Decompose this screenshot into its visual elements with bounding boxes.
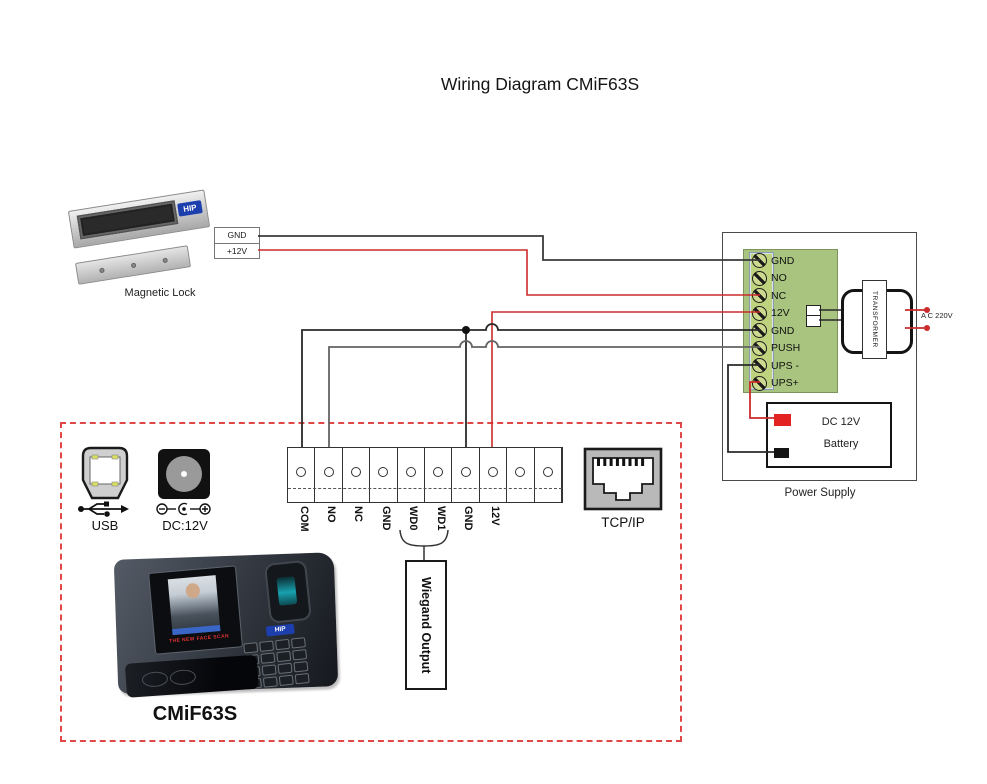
strip-label-wd1: WD1	[435, 506, 447, 531]
ps-terminal-label: GND	[771, 324, 795, 337]
diagram-title: Wiring Diagram CMiF63S	[440, 74, 640, 94]
strip-label-gnd: GND	[380, 506, 392, 531]
magnetic-lock-icon: HIP	[67, 189, 211, 249]
battery-label-line2: Battery	[823, 438, 859, 450]
wire-lock-12v	[258, 249, 760, 296]
tcpip-label: TCP/IP	[601, 515, 645, 530]
screw-terminal-icon	[752, 375, 767, 391]
strip-label-com: COM	[298, 506, 310, 532]
dc-polarity-icon	[156, 502, 211, 516]
strip-label-12v: 12V	[489, 506, 501, 526]
strip-cell	[535, 448, 563, 502]
device-screen-photo	[167, 575, 221, 636]
device-body: THE NEW FACE SCAN HIP	[113, 552, 339, 698]
strip-cell	[370, 448, 398, 502]
magnetic-lock-armature-plate	[74, 245, 192, 285]
screw-terminal-icon	[752, 253, 767, 268]
dc-jack-icon	[158, 449, 210, 499]
dc-12v-label: DC:12V	[162, 518, 208, 533]
ps-terminal-label: 12V	[771, 307, 790, 319]
power-supply-terminal-block: GND NO NC 12V GND PUSH UPS - UPS+	[743, 249, 838, 393]
ac-220v-label: A C 220V	[921, 311, 953, 320]
wiegand-output-box: Wiegand Output	[405, 560, 447, 690]
device-front-panel	[124, 654, 259, 698]
fingerprint-sensor-window	[276, 576, 298, 606]
usb-label: USB	[91, 518, 119, 533]
screw-terminal-icon	[752, 288, 767, 303]
strip-label-no: NO	[325, 506, 337, 523]
screw-terminal-icon	[752, 340, 767, 356]
wire-lock-gnd	[258, 235, 760, 261]
transformer-label: TRANSFORMER	[871, 291, 878, 348]
ps-terminal-label: PUSH	[771, 342, 801, 354]
battery-negative-terminal	[774, 448, 789, 458]
lock-terminal-box: GND +12V	[214, 227, 260, 259]
strip-break-line	[288, 488, 562, 489]
strip-cell	[480, 448, 508, 502]
magnetic-lock-slot	[76, 200, 179, 240]
strip-cell	[425, 448, 453, 502]
strip-label-nc: NC	[352, 506, 364, 522]
ps-terminal-label: NC	[771, 289, 787, 302]
ps-terminal-label: UPS+	[771, 377, 799, 389]
strip-label-gnd2: GND	[462, 506, 474, 531]
power-supply-label: Power Supply	[784, 487, 856, 499]
hip-brand-badge: HIP	[177, 200, 203, 217]
lock-terminal-gnd: GND	[215, 228, 259, 244]
strip-cell	[288, 448, 316, 502]
screw-terminal-icon	[752, 270, 767, 286]
person-face	[185, 582, 201, 599]
rj45-jack-icon	[583, 447, 663, 511]
device-terminal-strip	[287, 447, 563, 503]
strip-label-wd0: WD0	[407, 506, 419, 531]
strip-cell	[315, 448, 343, 502]
strip-cell	[452, 448, 480, 502]
wire-junction-dot	[462, 326, 470, 334]
ps-terminal-label: GND	[771, 254, 795, 267]
ac-lead-dot	[924, 325, 930, 331]
lock-terminal-12v: +12V	[226, 246, 248, 256]
screw-terminal-icon	[752, 358, 767, 373]
strip-cell	[343, 448, 371, 502]
screw-terminal-icon	[752, 305, 767, 321]
device-hip-logo: HIP	[265, 623, 295, 637]
magnetic-lock-label: Magnetic Lock	[124, 287, 196, 299]
screw-terminal-icon	[752, 323, 767, 338]
fingerprint-sensor-icon	[263, 559, 312, 624]
usb-connector-icon	[78, 446, 129, 517]
wiegand-output-label: Wiegand Output	[419, 576, 433, 674]
transformer-connector-lower	[806, 315, 821, 327]
cmif63s-device-image: THE NEW FACE SCAN HIP	[112, 550, 348, 702]
device-name-label: CMiF63S	[152, 703, 238, 725]
ps-terminal-label: UPS -	[771, 359, 800, 372]
device-screen: THE NEW FACE SCAN	[148, 565, 243, 655]
strip-cell	[398, 448, 426, 502]
battery-box: DC 12V Battery	[766, 402, 892, 468]
transformer-label-box: TRANSFORMER	[862, 280, 887, 359]
battery-label-line1: DC 12V	[821, 416, 861, 428]
ps-terminal-label: NO	[771, 272, 787, 284]
strip-cell	[507, 448, 535, 502]
battery-positive-terminal	[774, 414, 791, 426]
